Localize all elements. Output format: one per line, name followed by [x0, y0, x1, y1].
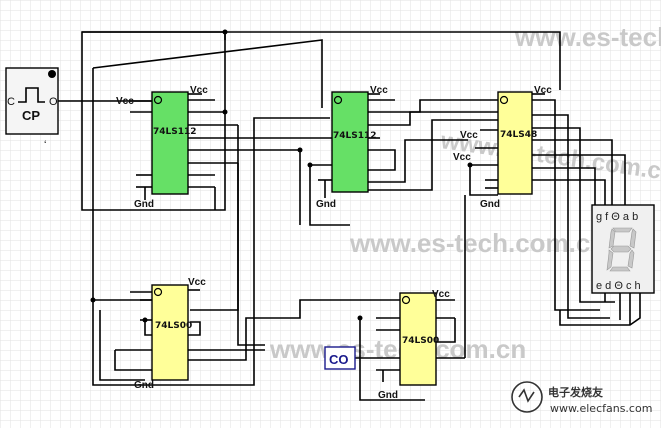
clock-left-pin: C [7, 96, 15, 108]
chip-part-number: 74LS00 [155, 321, 192, 331]
vcc-label: Vcc [460, 130, 478, 141]
gnd-label: Gnd [134, 380, 154, 391]
carry-out-label: CO [329, 352, 349, 367]
display-digit-8 [606, 227, 637, 272]
vcc-label: Vcc [116, 96, 134, 107]
display-top-pins: g f Θ a b [596, 211, 638, 223]
vcc-label: Vcc [190, 85, 208, 96]
watermark-text: www.es-tech.com.cn [514, 22, 661, 52]
wires [57, 31, 641, 401]
clock-source[interactable]: CP C O [5, 67, 59, 135]
gnd-label: Gnd [134, 199, 154, 210]
clock-tick-mark: ‘ [44, 139, 46, 151]
watermark-text: www.es-tech.com.cn [349, 228, 606, 258]
clock-right-pin: O [49, 96, 58, 108]
chip-u3[interactable]: 74LS48 Vcc Gnd [480, 85, 552, 210]
chip-u2[interactable]: 74LS112 Vcc Gnd [316, 85, 388, 210]
chip-u5[interactable]: 74LS00 Vcc Gnd [378, 289, 450, 401]
gnd-label: Gnd [480, 199, 500, 210]
display-bottom-pins: e d Θ c h [596, 280, 641, 292]
chip-part-number: 74LS112 [333, 131, 377, 141]
vcc-label: Vcc [534, 85, 552, 96]
carry-out-terminal[interactable]: CO [324, 346, 356, 370]
gnd-label: Gnd [316, 199, 336, 210]
elecfans-logo: 电子发烧友 www.elecfans.com [511, 381, 652, 415]
gnd-label: Gnd [378, 390, 398, 401]
watermark-text: www.es-tech.com.cn [269, 334, 526, 364]
vcc-label: Vcc [432, 289, 450, 300]
clock-label: CP [22, 108, 40, 123]
chip-part-number: 74LS112 [153, 127, 197, 137]
logo-text: 电子发烧友 [548, 385, 603, 399]
junction-dots [90, 29, 473, 323]
seven-segment-display[interactable]: g f Θ a b e d Θ c h [591, 204, 655, 294]
logo-url: www.elecfans.com [550, 402, 652, 415]
chip-part-number: 74LS48 [500, 130, 537, 140]
chip-u4[interactable]: 74LS00 Vcc Gnd [134, 277, 206, 391]
chip-part-number: 74LS00 [402, 336, 439, 346]
vcc-label: Vcc [370, 85, 388, 96]
vcc-label: Vcc [453, 152, 471, 163]
chip-u1[interactable]: 74LS112 Vcc Gnd [134, 85, 208, 210]
vcc-label: Vcc [188, 277, 206, 288]
